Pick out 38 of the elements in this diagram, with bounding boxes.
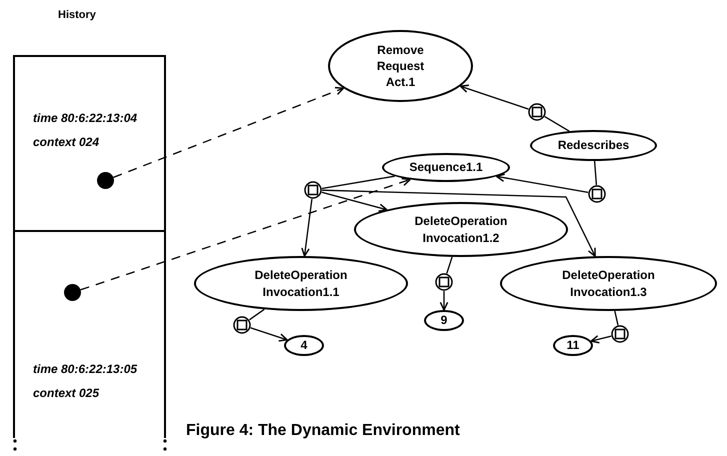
frame-text: time 80:6:22:13:04: [33, 111, 138, 125]
filled-dot: [64, 284, 81, 301]
arrow: [250, 327, 288, 342]
arrow: [440, 291, 448, 311]
node-label: Redescribes: [558, 137, 630, 154]
node-label: 11: [566, 337, 580, 354]
arrow: [301, 198, 313, 257]
node-label: 4: [300, 337, 308, 354]
ellipse-node: [284, 335, 324, 356]
connector-line: [249, 308, 265, 320]
history-frame: [13, 55, 166, 232]
arrow: [496, 173, 588, 194]
connector-line: [614, 310, 619, 326]
frame-text: context 025: [33, 386, 100, 400]
connector-line: [322, 176, 395, 190]
arrow: [322, 192, 388, 212]
node-label: Sequence1.1: [409, 159, 483, 176]
node-label: Remove Request Act.1: [376, 42, 426, 90]
ellipse-node: [424, 310, 464, 331]
arrow: [460, 84, 529, 110]
filled-dot: [97, 172, 114, 189]
arrow: [113, 86, 344, 178]
connector-line: [544, 116, 570, 132]
arrow: [80, 178, 411, 290]
node-label: DeleteOperation Invocation1.2: [414, 213, 508, 246]
node-label: 9: [440, 312, 448, 329]
frame-text: context 024: [33, 135, 100, 149]
node-label: DeleteOperation Invocation1.1: [254, 267, 348, 300]
frame-text: time 80:6:22:13:05: [33, 362, 138, 376]
column-heading: History: [58, 9, 96, 21]
node-label: DeleteOperation Invocation1.3: [561, 267, 656, 300]
arrow: [590, 335, 612, 344]
connector-line: [446, 256, 453, 274]
connector-line: [594, 160, 598, 186]
history-frame: [13, 230, 166, 438]
arrow: [322, 190, 596, 257]
figure-caption: Figure 4: The Dynamic Environment: [186, 422, 460, 440]
ellipse-node: [553, 335, 593, 356]
